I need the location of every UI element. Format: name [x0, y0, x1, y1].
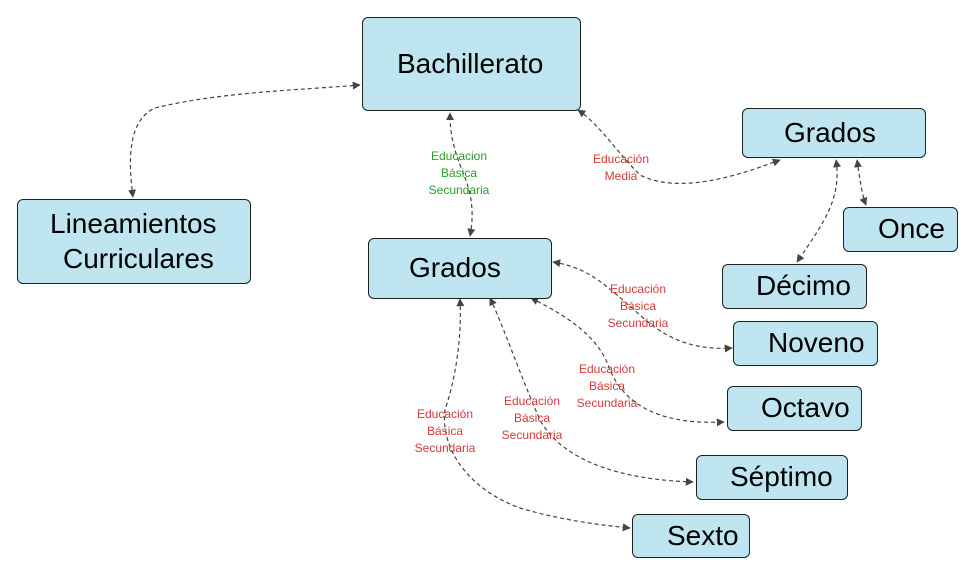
- edge-label-line: Educación: [416, 407, 474, 421]
- node-lineamientos-line2: Curriculares: [63, 242, 214, 274]
- node-once[interactable]: Once: [843, 207, 958, 252]
- edge-label-line: Básica: [426, 424, 464, 438]
- node-septimo[interactable]: Séptimo: [696, 455, 848, 500]
- node-grados-media[interactable]: Grados: [742, 108, 926, 158]
- edge-label-basica-secundaria-green: Educacion Básica Secundaria: [429, 148, 490, 199]
- node-noveno[interactable]: Noveno: [733, 321, 878, 366]
- node-sexto-text: Sexto: [667, 519, 739, 551]
- edge-label-line: Básica: [619, 299, 657, 313]
- edge-label-sexto: Educación Básica Secundaria: [415, 406, 476, 457]
- edge-grados-bachillerato: [446, 112, 476, 237]
- edge-label-line: Educación: [609, 282, 667, 296]
- node-bachillerato-text: Bachillerato: [397, 47, 544, 79]
- node-decimo[interactable]: Décimo: [722, 264, 867, 309]
- edge-label-line: Secundaria: [576, 396, 638, 410]
- node-noveno-text: Noveno: [768, 327, 865, 359]
- node-lineamientos-line1: Lineamientos: [50, 208, 217, 240]
- edge-label-octavo: Educación Básica Secundaria: [577, 361, 638, 412]
- edge-grados-media-once: [854, 159, 868, 206]
- node-octavo[interactable]: Octavo: [727, 386, 862, 431]
- node-grados-media-text: Grados: [784, 116, 876, 148]
- node-lineamientos-curriculares[interactable]: Lineamientos Curriculares: [17, 199, 251, 284]
- edge-label-line: Básica: [513, 411, 551, 425]
- edge-label-line: Secundaria: [414, 441, 476, 455]
- node-once-text: Once: [878, 213, 945, 245]
- edge-bachillerato-grados-media: [577, 109, 781, 185]
- edge-label-line: Básica: [440, 166, 478, 180]
- node-grados-main[interactable]: Grados: [368, 238, 552, 299]
- edge-label-line: Educación: [503, 394, 561, 408]
- node-septimo-text: Séptimo: [730, 461, 833, 493]
- edge-label-line: Secundaria: [428, 183, 490, 197]
- edge-grados-main-sexto: [443, 298, 631, 532]
- edge-label-line: Secundaria: [501, 428, 563, 442]
- edge-label-line: Educacion: [430, 149, 488, 163]
- edge-label-line: Media: [604, 169, 638, 183]
- edge-label-line: Básica: [588, 379, 626, 393]
- node-bachillerato[interactable]: Bachillerato: [362, 17, 581, 111]
- edge-label-septimo: Educación Básica Secundaria: [502, 393, 563, 444]
- node-sexto[interactable]: Sexto: [632, 514, 750, 558]
- edge-label-line: Secundaria: [607, 316, 669, 330]
- node-octavo-text: Octavo: [761, 392, 850, 424]
- edge-label-line: Educación: [578, 362, 636, 376]
- edge-label-noveno: Educación Básica Secundaria: [608, 281, 669, 332]
- edge-label-line: Educación: [592, 152, 650, 166]
- node-grados-main-text: Grados: [409, 252, 501, 284]
- node-decimo-text: Décimo: [756, 270, 851, 302]
- edge-lineamientos-bachillerato: [128, 81, 361, 198]
- edge-grados-media-decimo: [796, 159, 842, 263]
- edge-label-educacion-media: Educación Media: [593, 151, 649, 185]
